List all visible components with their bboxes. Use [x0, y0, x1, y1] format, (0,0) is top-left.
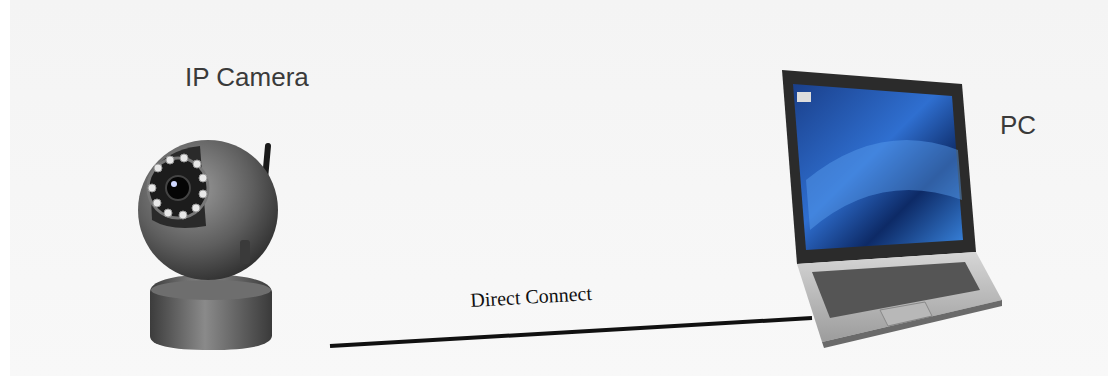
camera-node: IP Camera [140, 120, 330, 350]
laptop-illustration [782, 70, 1002, 348]
node-label: PC [1000, 112, 1036, 138]
node-label: IP Camera [185, 64, 309, 90]
pc-node: PC [812, 70, 1002, 342]
background [10, 0, 1108, 376]
connection-label: Direct Connect [470, 283, 593, 310]
ip-camera-illustration [138, 140, 278, 350]
direct-cable [330, 318, 812, 346]
